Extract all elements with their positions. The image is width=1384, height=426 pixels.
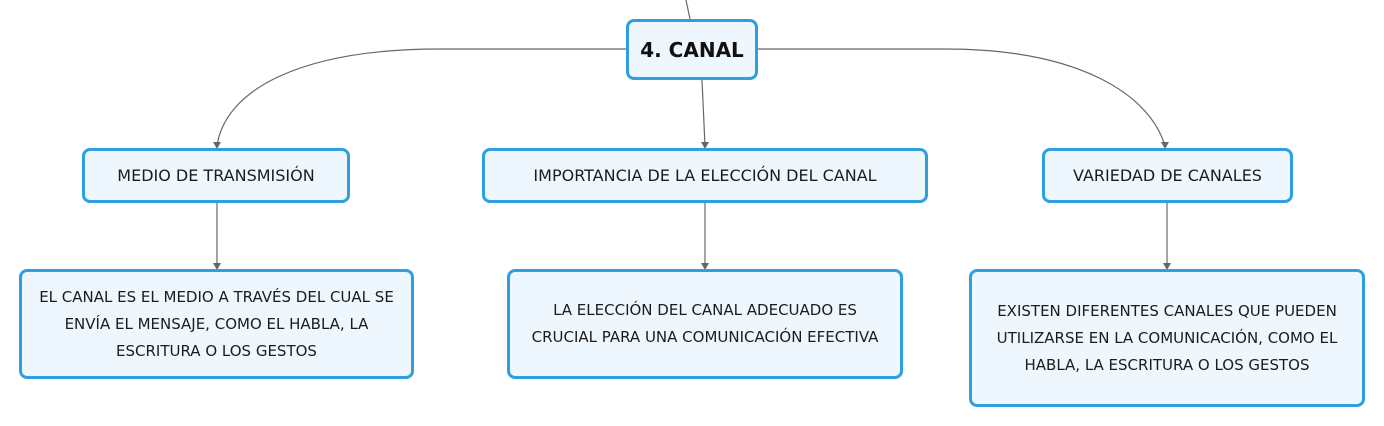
detail-node-medio-de-transmision[interactable]: EL CANAL ES EL MEDIO A TRAVÉS DEL CUAL S… <box>19 269 414 379</box>
detail-node-text: EL CANAL ES EL MEDIO A TRAVÉS DEL CUAL S… <box>39 287 394 360</box>
root-node[interactable]: 4. CANAL <box>626 19 758 80</box>
arrowhead-topic-3 <box>1161 142 1169 149</box>
detail-node-variedad-de-canales[interactable]: EXISTEN DIFERENTES CANALES QUE PUEDEN UT… <box>969 269 1365 407</box>
topic-node-label: MEDIO DE TRANSMISIÓN <box>117 166 315 185</box>
detail-node-text: LA ELECCIÓN DEL CANAL ADECUADO ES CRUCIA… <box>531 301 879 346</box>
topic-node-medio-de-transmision[interactable]: MEDIO DE TRANSMISIÓN <box>82 148 350 203</box>
topic-node-importancia-eleccion-canal[interactable]: IMPORTANCIA DE LA ELECCIÓN DEL CANAL <box>482 148 928 203</box>
topic-node-label: VARIEDAD DE CANALES <box>1073 166 1262 185</box>
arrowhead-topic-2 <box>701 142 709 149</box>
arrowhead-detail-2 <box>701 263 709 270</box>
topic-node-variedad-de-canales[interactable]: VARIEDAD DE CANALES <box>1042 148 1293 203</box>
arrowhead-detail-3 <box>1163 263 1171 270</box>
connector-parent-to-root <box>685 0 691 20</box>
connector-root-to-topic-2 <box>701 79 706 147</box>
arrowhead-topic-1 <box>213 142 221 149</box>
connector-root-to-topic-3 <box>758 48 1166 147</box>
topic-node-label: IMPORTANCIA DE LA ELECCIÓN DEL CANAL <box>533 166 877 185</box>
arrowhead-detail-1 <box>213 263 221 270</box>
connector-root-to-topic-1 <box>216 48 626 147</box>
detail-node-importancia-eleccion-canal[interactable]: LA ELECCIÓN DEL CANAL ADECUADO ES CRUCIA… <box>507 269 903 379</box>
root-node-label: 4. CANAL <box>640 37 744 62</box>
detail-node-text: EXISTEN DIFERENTES CANALES QUE PUEDEN UT… <box>996 301 1338 374</box>
